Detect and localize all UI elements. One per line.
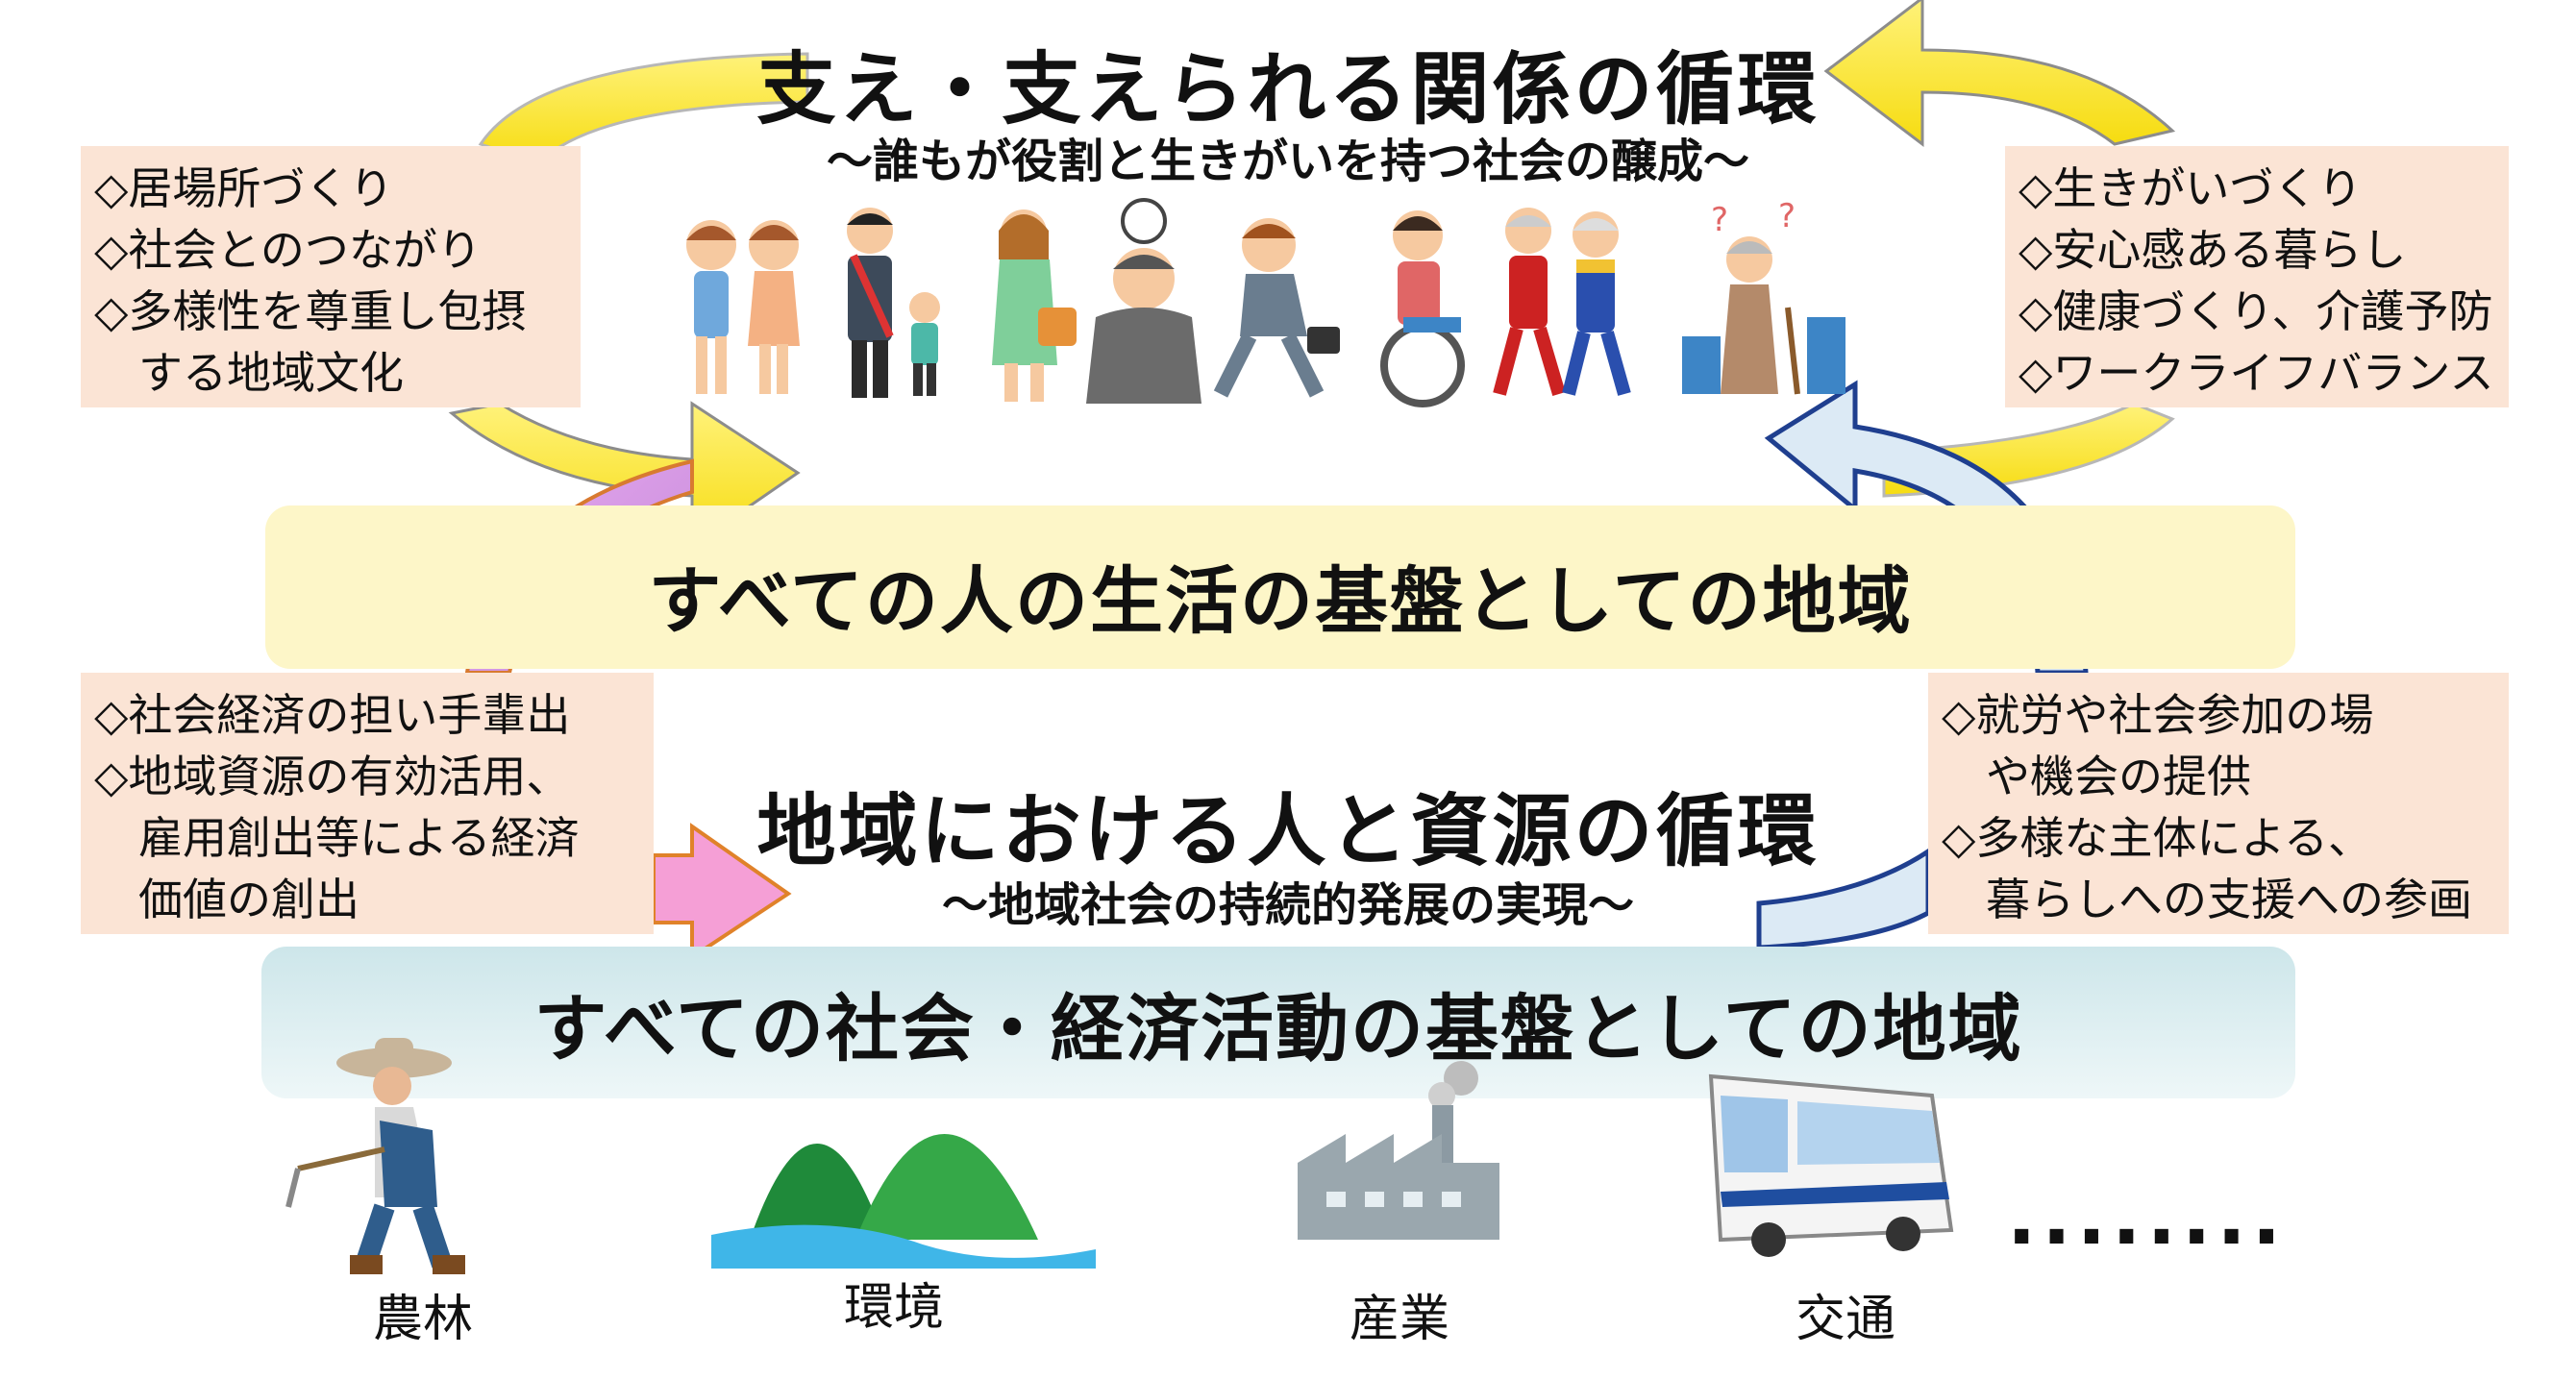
wheelchair-user-icon	[1380, 210, 1465, 407]
note-line: する地域文化	[94, 347, 404, 399]
note-line: ◇ワークライフバランス	[2019, 347, 2494, 399]
note-line: 価値の創出	[94, 874, 359, 925]
note-line: ◇生きがいづくり	[2019, 162, 2363, 214]
elderly-woman-icon: ? ?	[1682, 197, 1845, 395]
note-line: ◇就労や社会参加の場	[1942, 689, 2374, 741]
socioeconomic-foundation-band: すべての社会・経済活動の基盤としての地域	[261, 947, 2295, 1098]
note-line: ◇健康づくり、介護予防	[2019, 285, 2493, 337]
bus-icon	[1708, 1073, 1954, 1257]
businessman-icon	[1213, 218, 1340, 398]
note-line: 暮らしへの支援への参画	[1942, 874, 2472, 925]
sector-environment-label: 環境	[843, 1279, 944, 1337]
middle-cycle-subtitle: ～地域社会の持続的発展の実現～	[941, 878, 1634, 932]
note-bottom-left: ◇社会経済の担い手輩出 ◇地域資源の有効活用、 雇用創出等による経済 価値の創出	[81, 673, 654, 934]
life-foundation-label: すべての人の生活の基盤としての地域	[648, 558, 1913, 644]
woman-shopping-icon	[992, 209, 1077, 402]
yellow-arrow-top-left	[478, 52, 809, 165]
svg-text:?: ?	[1778, 197, 1796, 235]
farmer-icon	[285, 1038, 465, 1274]
note-top-left: ◇居場所づくり ◇社会とのつながり ◇多様性を尊重し包摂 する地域文化	[81, 146, 581, 407]
stressed-person-icon	[1086, 198, 1201, 404]
life-foundation-band: すべての人の生活の基盤としての地域	[265, 505, 2295, 669]
note-line: ◇社会とのつながり	[94, 224, 482, 276]
mountains-river-icon	[711, 1134, 1096, 1269]
pink-arrow-middle	[652, 823, 792, 961]
note-line: ◇安心感ある暮らし	[2019, 224, 2407, 276]
svg-text:?: ?	[1711, 201, 1728, 239]
note-line: ◇多様性を尊重し包摂	[94, 285, 527, 337]
middle-cycle-title: 地域における人と資源の循環	[756, 786, 1820, 877]
note-line: ◇社会経済の担い手輩出	[94, 689, 571, 741]
note-line: や機会の提供	[1942, 751, 2251, 802]
sector-transport-label: 交通	[1795, 1291, 1895, 1348]
note-bottom-right: ◇就労や社会参加の場 や機会の提供 ◇多様な主体による、 暮らしへの支援への参画	[1928, 673, 2509, 934]
sector-agriculture-label: 農林	[372, 1291, 473, 1348]
note-line: 雇用創出等による経済	[94, 812, 580, 864]
socioeconomic-foundation-label: すべての社会・経済活動の基盤としての地域	[533, 986, 2023, 1072]
more-sectors-ellipsis: ........	[2007, 1172, 2288, 1262]
note-line: ◇多様な主体による、	[1942, 812, 2372, 864]
yellow-arrow-top-right	[1823, 0, 2176, 148]
parent-and-child-icon	[847, 208, 940, 398]
top-cycle-title: 支え・支えられる関係の循環	[756, 44, 1820, 136]
top-cycle-subtitle: ～誰もが役割と生きがいを持つ社会の醸成～	[826, 135, 1749, 188]
children-icon	[686, 220, 800, 394]
note-line: ◇居場所づくり	[94, 162, 394, 214]
sector-industry-label: 産業	[1349, 1291, 1449, 1348]
elderly-couple-icon	[1493, 208, 1631, 396]
people-illustration-row: ? ?	[686, 197, 1845, 407]
note-line: ◇地域資源の有効活用、	[94, 751, 571, 802]
factory-icon	[1298, 1061, 1499, 1240]
note-top-right: ◇生きがいづくり ◇安心感ある暮らし ◇健康づくり、介護予防 ◇ワークライフバラ…	[2005, 146, 2509, 407]
